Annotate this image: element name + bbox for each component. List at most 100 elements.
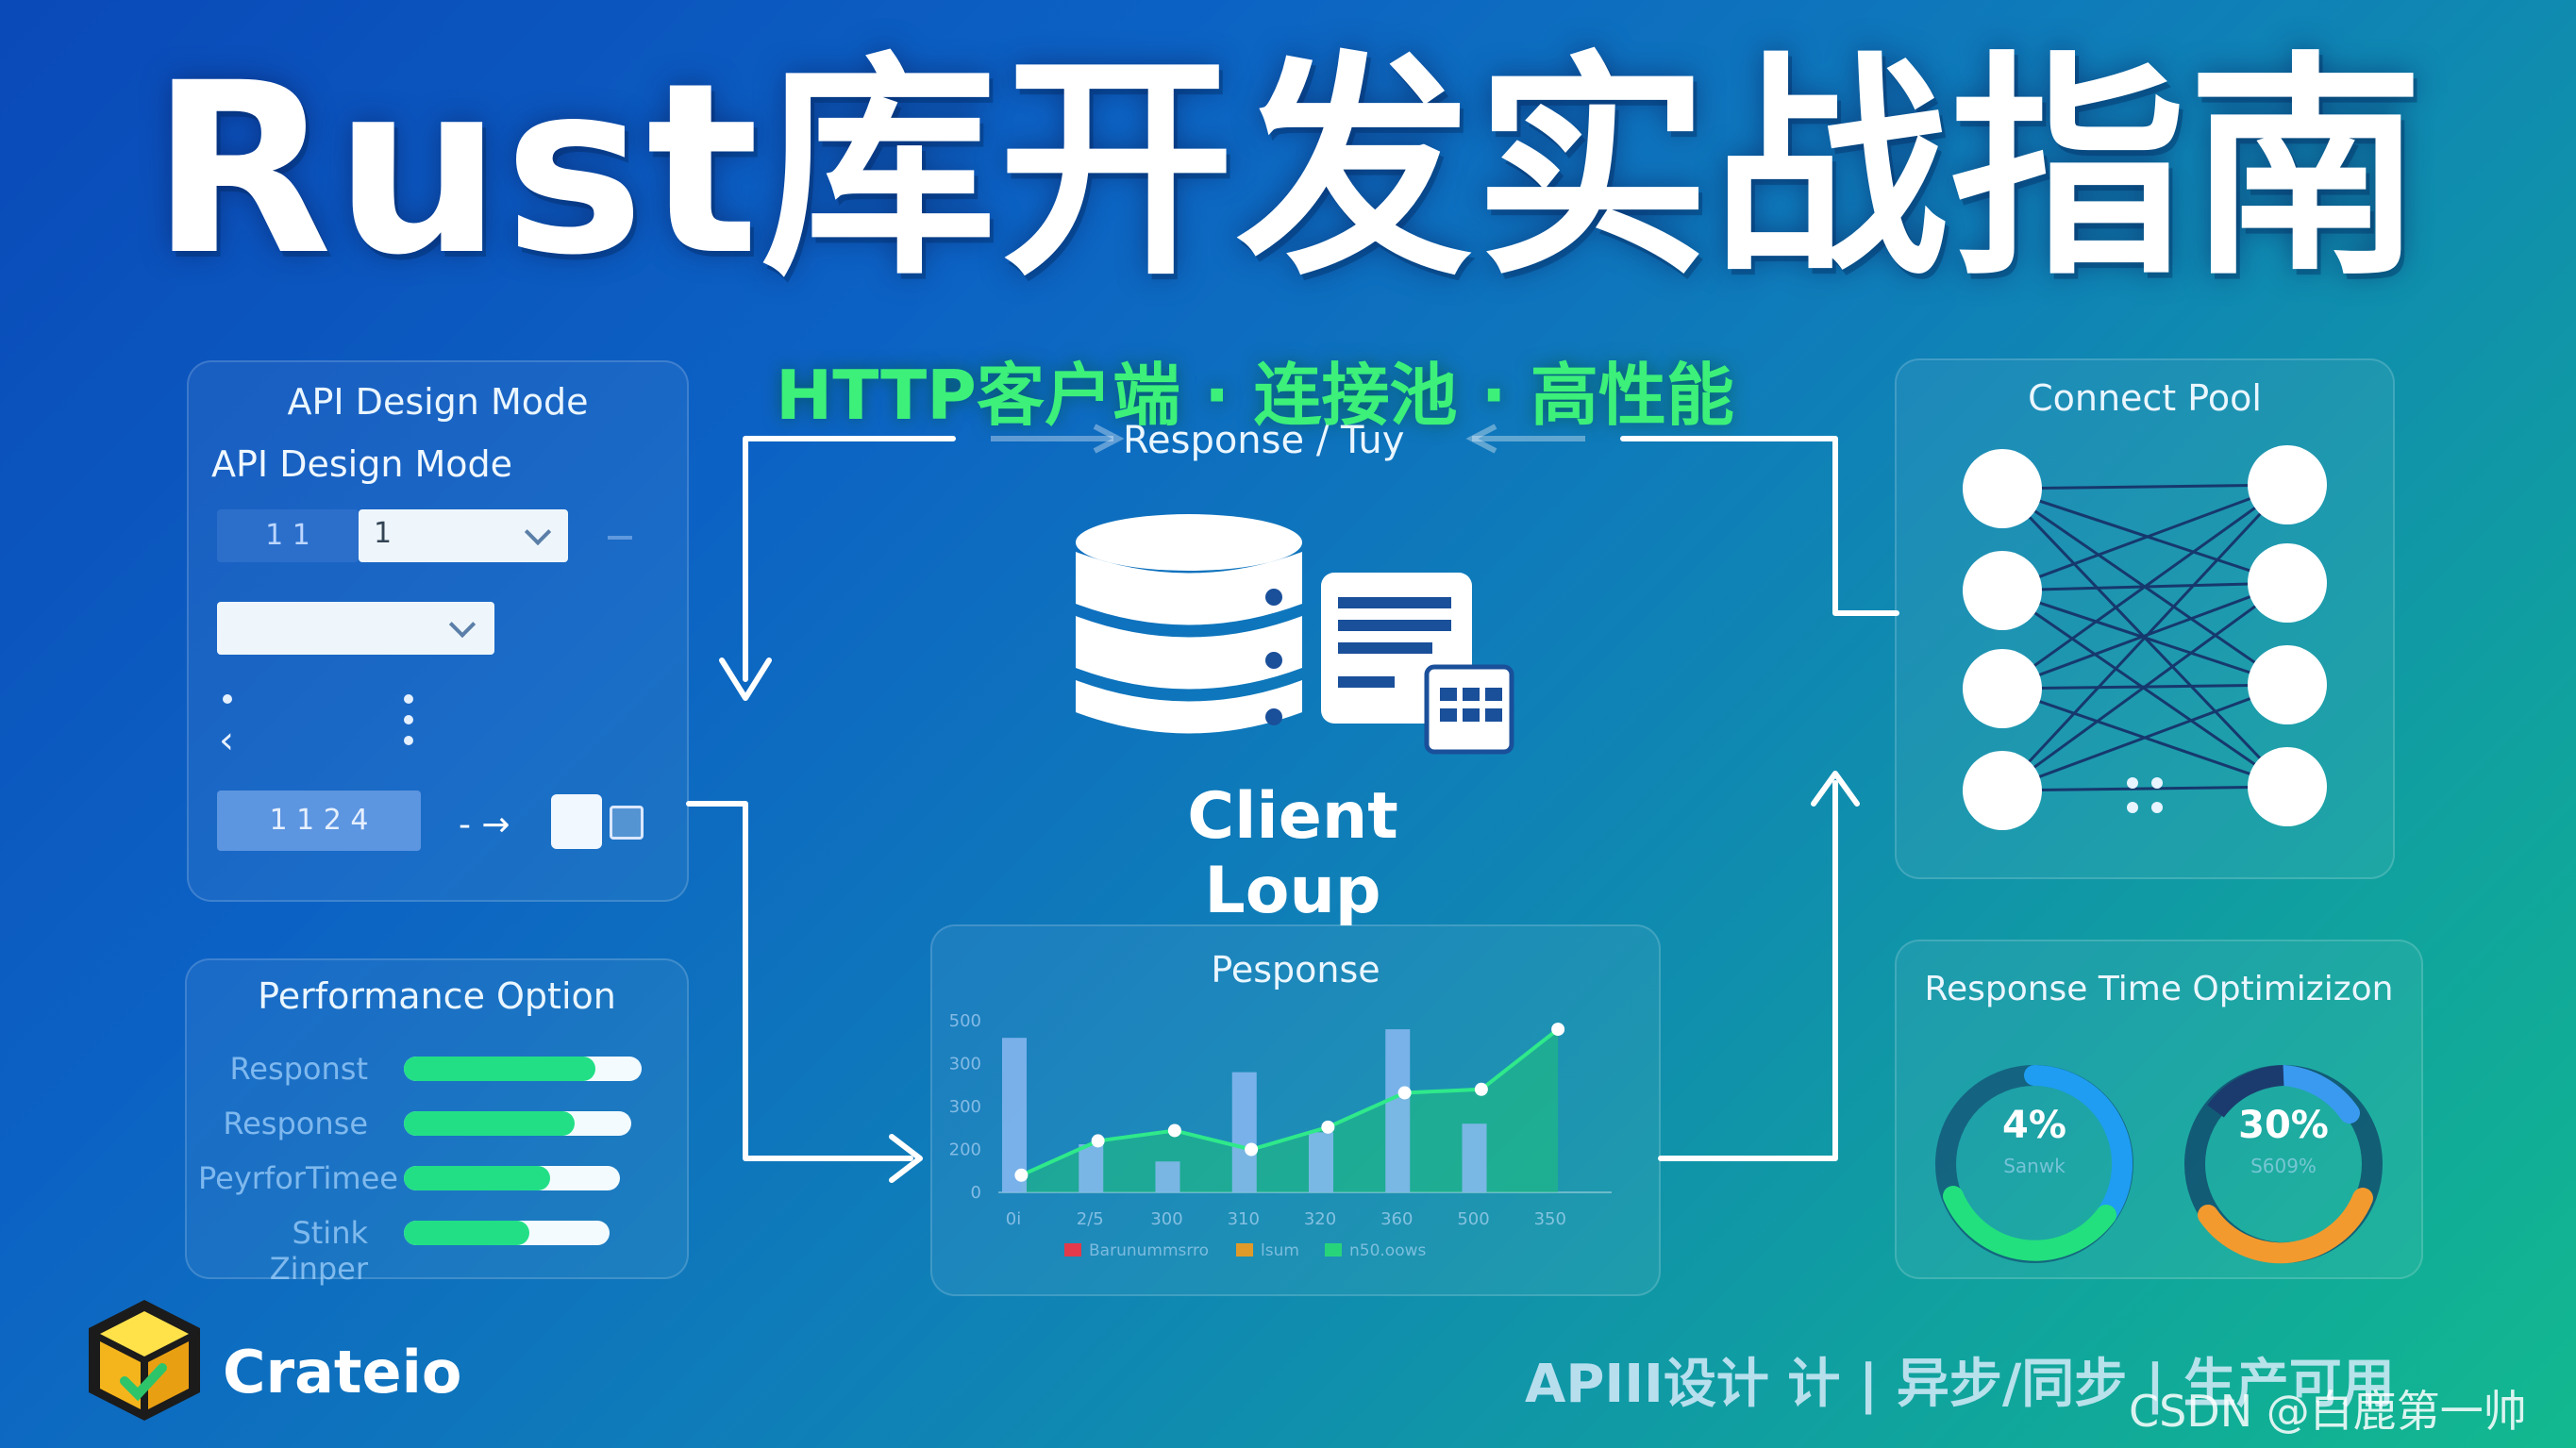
chart-bar bbox=[1155, 1161, 1180, 1192]
perf-row-fill bbox=[404, 1057, 596, 1081]
perf-row-label: Responst bbox=[229, 1051, 368, 1087]
pool-node bbox=[1963, 449, 2042, 528]
perf-panel-title: Performance Option bbox=[258, 975, 616, 1017]
pool-node bbox=[2248, 445, 2327, 524]
y-tick-label: 300 bbox=[949, 1055, 981, 1074]
pool-node bbox=[1963, 551, 2042, 630]
select1-value: 1 bbox=[374, 517, 393, 550]
response-label: Response / Tuy bbox=[1123, 419, 1405, 462]
perf-row-label: Stink Zinper bbox=[269, 1215, 368, 1287]
pool-node bbox=[1963, 751, 2042, 830]
y-tick-label: 0 bbox=[971, 1183, 981, 1203]
pool-node bbox=[2248, 645, 2327, 724]
chart-bar bbox=[1231, 1072, 1257, 1192]
connect-pool-panel: Connect Pool bbox=[1895, 358, 2395, 879]
line-point bbox=[1245, 1142, 1259, 1157]
arrow-up-right bbox=[1658, 780, 1838, 1161]
arrow-right-top bbox=[1620, 436, 1899, 616]
line-point bbox=[1474, 1082, 1488, 1096]
gauge1-value: 4% bbox=[2002, 1104, 2066, 1147]
legend-label: lsum bbox=[1261, 1241, 1299, 1260]
series-area bbox=[1021, 1029, 1559, 1192]
bullet-dot bbox=[223, 694, 232, 704]
database-icon bbox=[1076, 514, 1514, 755]
chevron-down-icon bbox=[524, 518, 552, 546]
api-design-panel: API Design Mode API Design Mode 1 1 1 ‹ … bbox=[187, 360, 689, 902]
line-point bbox=[1014, 1168, 1029, 1182]
more-icon[interactable] bbox=[404, 694, 413, 704]
select1-prefix: 1 1 bbox=[217, 509, 359, 562]
line-point bbox=[1091, 1134, 1105, 1148]
gauge2-sub: S609% bbox=[2250, 1155, 2317, 1177]
x-tick-label: 500 bbox=[1457, 1209, 1489, 1229]
x-tick-label: 360 bbox=[1380, 1209, 1413, 1229]
gauge1-sub: Sanwk bbox=[2003, 1155, 2066, 1177]
footer-tagline: APIII设计 计 | 异步/同步 | 生产可用 bbox=[1525, 1354, 2395, 1415]
x-tick-label: 0i bbox=[1006, 1209, 1021, 1229]
chevron-left-icon[interactable]: ‹ bbox=[219, 719, 234, 762]
rt-panel-title: Response Time Optimizizon bbox=[1924, 970, 2394, 1008]
network-graph bbox=[2000, 483, 2289, 813]
arrow-down-left bbox=[743, 436, 956, 682]
page-title: Rust库开发实战指南 bbox=[150, 32, 2426, 307]
x-tick-label: 300 bbox=[1150, 1209, 1182, 1229]
api-panel-heading: API Design Mode bbox=[211, 443, 513, 485]
line-point bbox=[1321, 1120, 1335, 1134]
perf-row-fill bbox=[404, 1111, 576, 1136]
perf-row-label: Response bbox=[223, 1106, 368, 1141]
chart-bar bbox=[1079, 1144, 1104, 1192]
y-tick-label: 200 bbox=[949, 1140, 981, 1160]
y-tick-label: 500 bbox=[949, 1011, 981, 1031]
brand-name: Crateio bbox=[223, 1338, 462, 1406]
pool-node bbox=[2248, 543, 2327, 623]
arrow-right-icon: - → bbox=[459, 806, 510, 844]
divider bbox=[608, 536, 632, 540]
x-tick-label: 320 bbox=[1304, 1209, 1336, 1229]
more-icon-dot bbox=[404, 736, 413, 745]
legend-swatch bbox=[1236, 1243, 1253, 1257]
chart-bar bbox=[1002, 1038, 1027, 1192]
chart-panel-title: Pesponse bbox=[1211, 949, 1380, 990]
chevron-down-icon bbox=[448, 610, 477, 639]
gauge2-value: 30% bbox=[2238, 1104, 2329, 1147]
arrow-to-chart bbox=[686, 801, 913, 1161]
watermark: CSDN @白鹿第一帅 bbox=[2129, 1386, 2527, 1437]
perf-row-label: PeyrforTimee bbox=[198, 1160, 398, 1196]
legend-label: Barunummsrro bbox=[1089, 1241, 1209, 1260]
gauges bbox=[1935, 1065, 2383, 1264]
subtitle: HTTP客户端 · 连接池 · 高性能 bbox=[776, 356, 1734, 435]
chart-bar bbox=[1385, 1029, 1411, 1192]
chart-bar bbox=[1309, 1132, 1333, 1192]
select1-dropdown[interactable]: 1 bbox=[359, 509, 568, 562]
x-tick-label: 350 bbox=[1534, 1209, 1566, 1229]
perf-row-fill bbox=[404, 1221, 529, 1245]
x-tick-label: 310 bbox=[1228, 1209, 1260, 1229]
response-time-panel: Response Time Optimizizon 4% Sanwk 30% S… bbox=[1895, 940, 2423, 1279]
series-line bbox=[1020, 1027, 1560, 1177]
image-icon bbox=[610, 806, 644, 840]
more-icon-dot bbox=[404, 715, 413, 724]
legend-swatch bbox=[1064, 1243, 1081, 1257]
chart-panel: Pesponse 0 200 300 300 500 0i 2/5 300 310 320 360 5… bbox=[930, 924, 1661, 1296]
legend-label: n50.oows bbox=[1349, 1241, 1427, 1260]
pool-node bbox=[1963, 649, 2042, 728]
legend-swatch bbox=[1325, 1243, 1342, 1257]
pool-node bbox=[2248, 747, 2327, 826]
select2-dropdown[interactable] bbox=[217, 602, 494, 655]
response-chart: 0 200 300 300 500 0i 2/5 300 310 320 360 500 350Baru… bbox=[949, 1011, 1612, 1260]
pager[interactable]: 1 1 2 4 bbox=[217, 791, 421, 851]
y-tick-label: 300 bbox=[949, 1097, 981, 1117]
line-point bbox=[1167, 1123, 1181, 1138]
client-label: Client Loup bbox=[1187, 779, 1398, 928]
x-tick-label: 2/5 bbox=[1077, 1209, 1104, 1229]
line-point bbox=[1551, 1023, 1565, 1037]
chart-bar bbox=[1462, 1123, 1487, 1192]
perf-row-fill bbox=[404, 1166, 550, 1190]
file-icon bbox=[551, 794, 602, 849]
crate-logo-icon bbox=[89, 1300, 200, 1421]
pool-panel-title: Connect Pool bbox=[2028, 377, 2262, 419]
api-panel-title: API Design Mode bbox=[287, 381, 589, 423]
line-point bbox=[1397, 1086, 1412, 1100]
